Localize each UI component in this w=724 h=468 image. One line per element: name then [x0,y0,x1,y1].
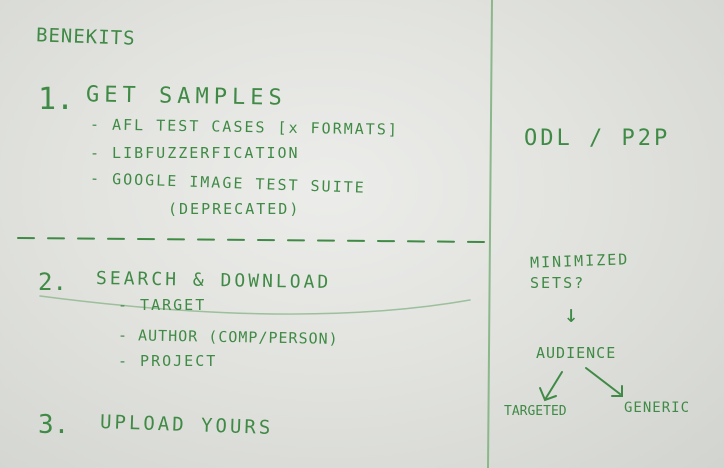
section-2-item: - PROJECT [118,352,218,370]
section-2-item: - AUTHOR (COMP/PERSON) [117,326,339,348]
down-arrow: ↓ [564,300,579,328]
arrow-left-head [539,387,557,402]
board-title: BENEKITS [35,24,136,50]
generic-label: GENERIC [624,400,691,416]
section-2-item: - TARGET [118,296,207,314]
right-header: ODL / P2P [524,126,671,151]
section-3-number: 3. [38,410,70,440]
underline-curve [39,295,471,315]
vertical-divider [487,0,493,468]
section-1-item: - LIBFUZZERFICATION [90,144,300,162]
audience-label: AUDIENCE [536,344,617,362]
section-2-number: 2. [38,268,67,296]
arrow-left-line [545,371,563,399]
section-1-number: 1. [38,82,75,117]
minimized-label: MINIMIZED [529,250,630,272]
section-2-heading: SEARCH & DOWNLOAD [95,267,332,294]
arrow-right-line [585,367,621,395]
dashed-separator [17,237,491,243]
sets-label: SETS? [530,274,586,292]
section-1-item: (DEPRECATED) [168,200,301,218]
section-1-heading: GET SAMPLES [85,82,287,111]
arrow-right-head [611,385,623,397]
targeted-label: TARGETED [504,404,567,419]
